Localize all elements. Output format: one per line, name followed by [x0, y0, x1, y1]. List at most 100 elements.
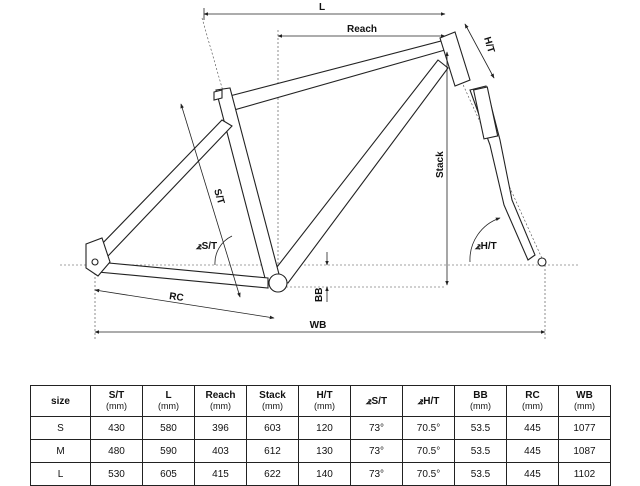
table-cell: 70.5°	[402, 439, 455, 463]
column-header-unit: (mm)	[210, 401, 231, 411]
table-cell: 73°	[350, 462, 403, 486]
table-cell: 140	[298, 462, 351, 486]
column-header-label: RC	[525, 390, 540, 401]
st-angle-text: S/T	[202, 241, 218, 252]
column-header-unit: (mm)	[158, 401, 179, 411]
seat-tube	[215, 87, 281, 283]
table-cell: 415	[194, 462, 247, 486]
st-angle-arc	[214, 235, 233, 266]
column-header-label: ⦨S/T	[365, 395, 388, 407]
table-cell: 70.5°	[402, 416, 455, 440]
column-header: size	[30, 385, 91, 417]
column-header-label: WB	[576, 390, 593, 401]
table-cell: L	[30, 462, 91, 486]
seat-clamp	[213, 89, 223, 101]
front-axle	[537, 257, 547, 267]
table-cell: 73°	[350, 416, 403, 440]
table-cell: 53.5	[454, 416, 507, 440]
table-cell: 73°	[350, 439, 403, 463]
st-angle-label: ⦨S/T	[195, 241, 217, 252]
column-header-unit: (mm)	[574, 401, 595, 411]
table-cell: 396	[194, 416, 247, 440]
head-tube	[439, 31, 471, 87]
column-header-unit: (mm)	[262, 401, 283, 411]
table-cell: 1077	[558, 416, 611, 440]
table-cell: 530	[90, 462, 143, 486]
table-cell: 430	[90, 416, 143, 440]
rear-axle	[91, 258, 99, 266]
column-header: WB(mm)	[558, 385, 611, 417]
column-header-unit: (mm)	[314, 401, 335, 411]
column-header-unit: (mm)	[106, 401, 127, 411]
table-cell: 53.5	[454, 439, 507, 463]
column-header: S/T(mm)	[90, 385, 143, 417]
column-header: Reach(mm)	[194, 385, 247, 417]
table-cell: 53.5	[454, 462, 507, 486]
column-header: RC(mm)	[506, 385, 559, 417]
table-cell: 70.5°	[402, 462, 455, 486]
column-header-label: Stack	[259, 390, 286, 401]
fork-crown	[472, 86, 499, 140]
table-cell: 445	[506, 416, 559, 440]
column-header: Stack(mm)	[246, 385, 299, 417]
wb-label: WB	[310, 320, 327, 331]
column-header: L(mm)	[142, 385, 195, 417]
table-cell: 1087	[558, 439, 611, 463]
table-cell: M	[30, 439, 91, 463]
ht-dimension-line	[464, 23, 495, 79]
column-header: ⦨S/T	[350, 385, 403, 417]
ht-angle-label: ⦨H/T	[474, 241, 497, 252]
table-cell: 590	[142, 439, 195, 463]
table-cell: 480	[90, 439, 143, 463]
table-cell: 130	[298, 439, 351, 463]
table-cell: S	[30, 416, 91, 440]
column-header: H/T(mm)	[298, 385, 351, 417]
rear-dropout	[85, 237, 111, 277]
rc-dimension-line	[94, 288, 275, 320]
column-header-label: ⦨H/T	[417, 395, 440, 407]
stack-label: Stack	[435, 151, 446, 178]
table-cell: 612	[246, 439, 299, 463]
column-header-label: BB	[473, 390, 488, 401]
ht-angle-arc	[469, 217, 501, 263]
column-header-unit: (mm)	[470, 401, 491, 411]
angle-icon: ⦨	[195, 241, 202, 252]
rc-label: RC	[168, 291, 184, 304]
bottom-bracket	[268, 273, 288, 293]
table-cell: 445	[506, 462, 559, 486]
column-header-label: S/T	[108, 390, 125, 401]
column-header-label: size	[51, 395, 70, 407]
column-header-label: H/T	[316, 390, 333, 401]
column-header-label: L	[165, 390, 172, 401]
ht-angle-text: H/T	[481, 241, 497, 252]
st-dimension-line	[180, 103, 241, 298]
chain-stay	[97, 261, 269, 289]
column-header: BB(mm)	[454, 385, 507, 417]
table-cell: 622	[246, 462, 299, 486]
table-cell: 1102	[558, 462, 611, 486]
down-tube	[269, 59, 449, 284]
bb-label: BB	[314, 288, 325, 302]
table-cell: 120	[298, 416, 351, 440]
reach-label: Reach	[347, 24, 377, 35]
table-cell: 603	[246, 416, 299, 440]
seat-stay	[97, 119, 233, 257]
frame-geometry-diagram: L Reach H/T Stack S/T ⦨S/T ⦨H/T BB RC WB	[60, 2, 580, 340]
l-label: L	[319, 2, 325, 13]
column-header-unit: (mm)	[522, 401, 543, 411]
ht-label: H/T	[481, 36, 496, 55]
angle-icon: ⦨	[474, 241, 481, 252]
table-cell: 580	[142, 416, 195, 440]
table-cell: 605	[142, 462, 195, 486]
table-cell: 403	[194, 439, 247, 463]
st-label: S/T	[211, 188, 226, 206]
column-header: ⦨H/T	[402, 385, 455, 417]
bike-frame	[85, 31, 547, 293]
table-cell: 445	[506, 439, 559, 463]
